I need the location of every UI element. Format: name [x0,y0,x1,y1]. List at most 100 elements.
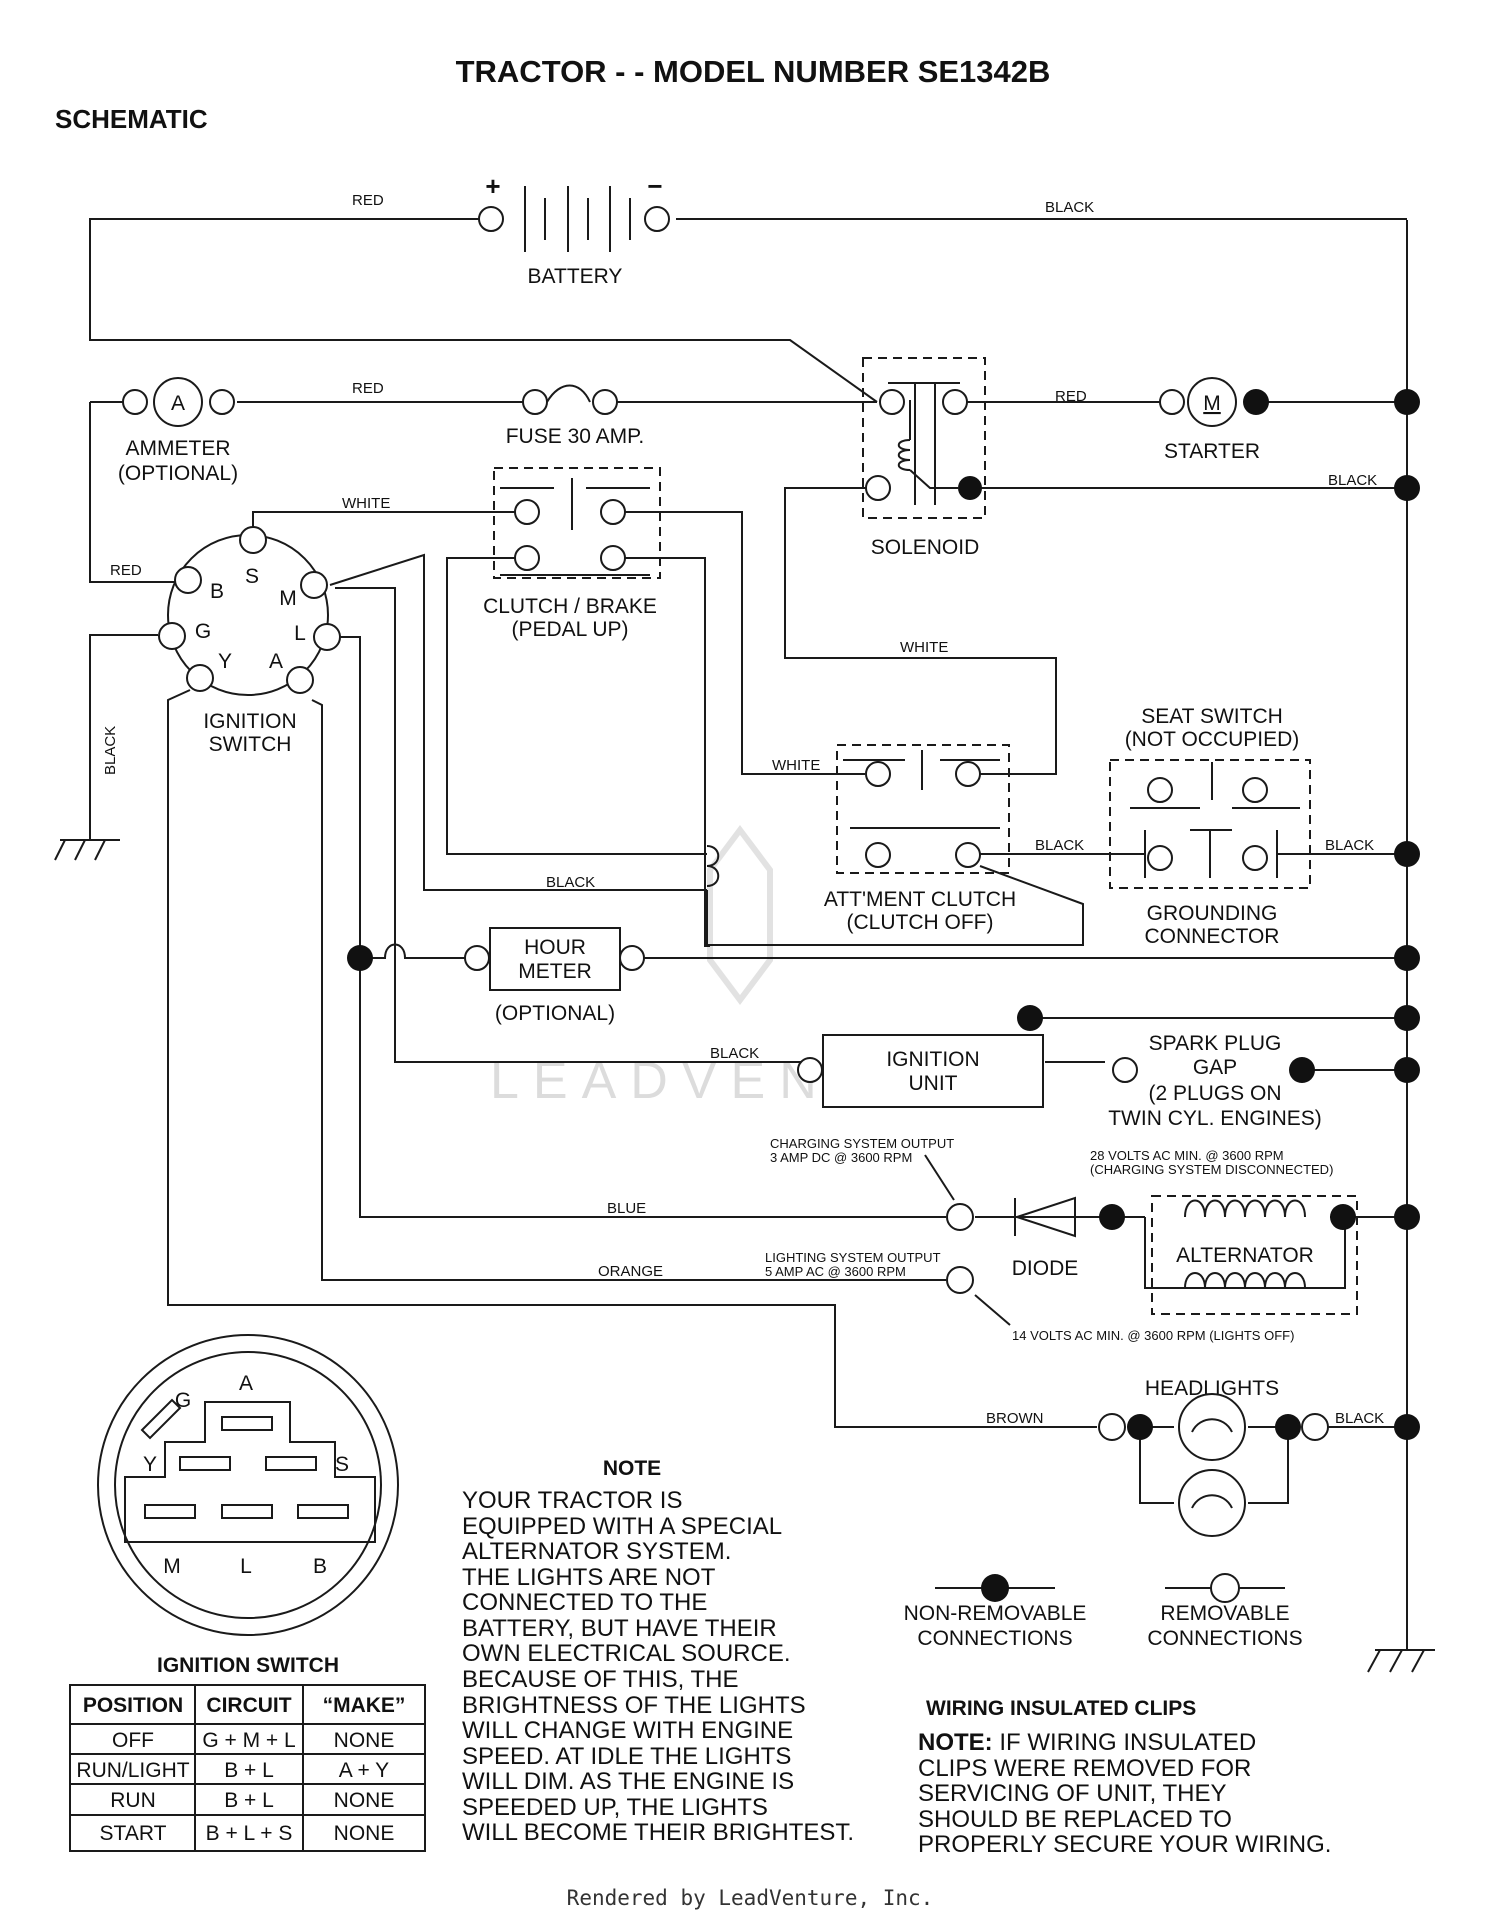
svg-text:S: S [245,565,259,588]
svg-text:THE LIGHTS ARE NOT: THE LIGHTS ARE NOT [462,1564,716,1591]
svg-text:RUN: RUN [110,1789,156,1812]
ignition-unit-sub-label: UNIT [909,1072,958,1095]
wire-orange [311,699,946,1281]
svg-text:BRIGHTNESS OF THE LIGHTS: BRIGHTNESS OF THE LIGHTS [462,1692,806,1719]
svg-text:TWIN CYL. ENGINES): TWIN CYL. ENGINES) [1108,1107,1322,1130]
ammeter-label: AMMETER [126,437,231,460]
svg-text:3 AMP DC @ 3600 RPM: 3 AMP DC @ 3600 RPM [770,1150,912,1165]
wire-battery-positive [89,218,878,403]
svg-text:“MAKE”: “MAKE” [323,1694,406,1717]
wire-white-clutch-attment [613,511,865,775]
battery-minus-sign: − [647,171,662,201]
battery-terminal-pos [478,206,504,232]
headlight-upper [1178,1393,1246,1461]
ammeter-optional-label: (OPTIONAL) [118,462,238,485]
svg-text:A: A [239,1372,253,1395]
legend-non-removable-dot [981,1574,1009,1602]
wire-clutch-lower-left [446,557,707,855]
svg-text:BLACK: BLACK [710,1045,759,1062]
wire-hour-meter-left [360,943,465,959]
svg-text:NONE: NONE [334,1789,395,1812]
ignition-unit: IGNITION UNIT SPARK PLUG GAP (2 PLUGS ON… [797,1032,1322,1130]
table-row: RUN/LIGHT B + L A + Y [76,1759,389,1782]
svg-text:WILL CHANGE WITH ENGINE: WILL CHANGE WITH ENGINE [462,1717,793,1744]
svg-text:CONNECTIONS: CONNECTIONS [917,1627,1072,1650]
connections-legend: NON-REMOVABLE CONNECTIONS REMOVABLE CONN… [904,1573,1303,1650]
wire-black-ign-g [89,634,158,840]
svg-text:WHITE: WHITE [900,639,948,656]
svg-text:G: G [195,620,211,643]
charging-system: CHARGING SYSTEM OUTPUT 3 AMP DC @ 3600 R… [765,1136,1358,1343]
svg-text:CONNECTIONS: CONNECTIONS [1147,1627,1302,1650]
attment-clutch-label: ATT'MENT CLUTCH [824,888,1016,911]
svg-text:CLIPS WERE REMOVED FOR: CLIPS WERE REMOVED FOR [918,1755,1251,1782]
wire-ign-l [330,636,361,958]
wire-white-ign-s [252,511,527,540]
svg-text:BLACK: BLACK [546,874,595,891]
svg-text:B + L: B + L [224,1759,274,1782]
battery-cells [524,186,631,252]
svg-text:WHITE: WHITE [772,757,820,774]
page-title: TRACTOR - - MODEL NUMBER SE1342B [456,54,1051,89]
svg-text:BLACK: BLACK [1335,1410,1384,1427]
hour-meter: HOUR METER (OPTIONAL) [464,927,645,1025]
ignition-switch-label: IGNITION [203,710,296,733]
svg-text:BLACK: BLACK [102,726,119,775]
svg-text:RED: RED [352,192,384,209]
alternator-coil-lower [1184,1272,1306,1289]
svg-text:OFF: OFF [112,1729,154,1752]
attachment-clutch-switch: ATT'MENT CLUTCH (CLUTCH OFF) [706,744,1084,946]
svg-text:M: M [279,587,297,610]
wire-black-ign-m [329,553,707,891]
svg-text:START: START [100,1822,167,1845]
charging-output-label: CHARGING SYSTEM OUTPUT [770,1136,954,1151]
svg-text:ALTERNATOR SYSTEM.: ALTERNATOR SYSTEM. [462,1538,731,1565]
wire-red-ignition-b [89,402,178,583]
clutch-brake-switch: CLUTCH / BRAKE (PEDAL UP) [483,467,661,641]
svg-text:RUN/LIGHT: RUN/LIGHT [76,1759,189,1782]
clips-heading: WIRING INSULATED CLIPS [926,1697,1196,1720]
battery: + − BATTERY [478,171,670,288]
ammeter: A AMMETER (OPTIONAL) [118,377,238,485]
diode-label: DIODE [1012,1257,1079,1280]
grounding-connector-label: GROUNDING [1147,902,1278,925]
starter-symbol: M [1203,392,1221,415]
svg-text:(CHARGING SYSTEM DISCONNECTED): (CHARGING SYSTEM DISCONNECTED) [1090,1162,1333,1177]
table-row: OFF G + M + L NONE [112,1729,394,1752]
seat-switch-sub-label: (NOT OCCUPIED) [1125,728,1300,751]
page-subtitle: SCHEMATIC [55,104,208,134]
svg-text:B + L + S: B + L + S [206,1822,293,1845]
ammeter-symbol: A [171,392,185,415]
svg-text:B: B [313,1555,327,1578]
solenoid: SOLENOID [862,357,986,559]
svg-text:BLACK: BLACK [1045,199,1094,216]
wire-headlight-lower [1139,1427,1289,1504]
svg-text:SERVICING OF UNIT, THEY: SERVICING OF UNIT, THEY [918,1780,1227,1807]
headlights-label: HEADLIGHTS [1145,1377,1279,1400]
svg-text:M: M [163,1555,181,1578]
svg-text:POSITION: POSITION [83,1694,183,1717]
ignition-switch-sub-label: SWITCH [209,733,292,756]
svg-text:RED: RED [110,562,142,579]
junction-dots [347,389,1420,1440]
svg-text:Y: Y [143,1453,157,1476]
svg-text:BLACK: BLACK [1035,837,1084,854]
svg-text:G: G [175,1389,191,1412]
wire-black-ign-unit [335,587,805,1063]
clutch-brake-sub-label: (PEDAL UP) [511,618,628,641]
starter: M STARTER [1159,377,1269,463]
legend-non-removable-label: NON-REMOVABLE [904,1602,1087,1625]
fuse-label: FUSE 30 AMP. [506,425,645,448]
svg-text:G + M + L: G + M + L [202,1729,295,1752]
alternator-label: ALTERNATOR [1176,1244,1314,1267]
ground-symbol-right [1367,1649,1435,1673]
svg-text:OWN ELECTRICAL SOURCE.: OWN ELECTRICAL SOURCE. [462,1640,791,1667]
svg-text:BATTERY, BUT HAVE THEIR: BATTERY, BUT HAVE THEIR [462,1615,777,1642]
starter-label: STARTER [1164,440,1260,463]
svg-text:RED: RED [352,380,384,397]
attment-clutch-sub-label: (CLUTCH OFF) [847,911,994,934]
wire-brown [167,689,1097,1428]
svg-text:S: S [335,1453,349,1476]
solenoid-label: SOLENOID [871,536,980,559]
battery-label: BATTERY [528,265,623,288]
